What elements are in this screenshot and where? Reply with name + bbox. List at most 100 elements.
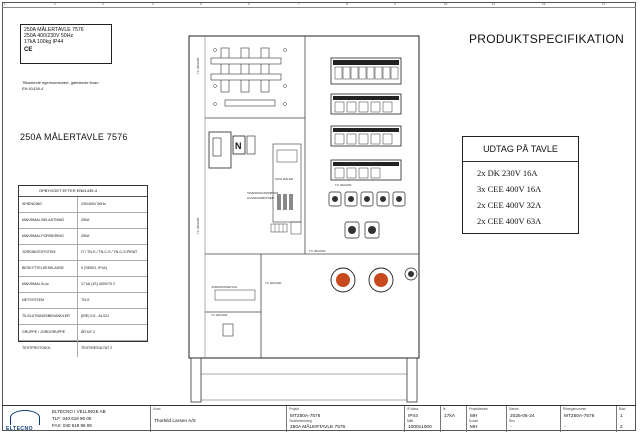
outlet-item: 2x DK 230V 16A (477, 168, 538, 178)
breaker-rail-3 (330, 125, 402, 147)
pg-value: MH (470, 414, 478, 419)
table-row: MAKSIMAL Ik,sc 17 kA (1S) 400V/70 2 (19, 277, 147, 293)
ruler-mark: 5 (200, 2, 202, 6)
cabinet-leg-left (190, 357, 202, 403)
breaker-rail-2 (330, 93, 402, 115)
outlets-box: UDTAG PÅ TAVLE 2x DK 230V 16A 3x CEE 400… (462, 136, 579, 234)
ruler-mark: 10 (444, 2, 448, 6)
breaker-rail-4 (330, 159, 402, 181)
outlets-heading: UDTAG PÅ TAVLE (483, 144, 558, 154)
ritn-cell: Ritningsnummer MT250A-7576 - (560, 406, 616, 432)
breaker-rail-1 (330, 57, 402, 85)
note-line-1: Tilbørende egensomsvært, gældende ifuav: (22, 80, 100, 85)
datum-label: Datum (509, 407, 519, 411)
matt-value: 1000x1000 (408, 425, 432, 430)
note-line-2: EN 61439-4 (22, 85, 44, 91)
spec-value: IT / TN-S / TN-C-S / TN-C-S-PIRAT (81, 250, 138, 254)
company-phone: TLF: 040 619 96 00 (52, 416, 92, 421)
rail-label: TC 300x600 (309, 249, 326, 253)
kund-label: Kund (153, 407, 161, 411)
company-cell: ELTECNO ELTECNO I VELLINGE AB TLF: 040 6… (2, 406, 150, 432)
table-row: TESTPROTOKOL TEST/RESULTAT 2 (19, 341, 147, 357)
ruler-mark: 12 (542, 2, 546, 6)
spec-label: TESTPROTOKOL (22, 346, 52, 350)
din-label: SPÆNDINGSPRØVER (247, 191, 279, 195)
spec-label: GRUPPE / JORDGRUPPE (22, 330, 66, 334)
ruler-mark: 9 (394, 2, 396, 6)
spec-value: 230/400V 50Hz (81, 202, 106, 206)
spec-value: 250A (81, 218, 90, 222)
datum-value: 2025-06-24 (510, 414, 535, 419)
projekt-value: MT250A-7576 (290, 414, 321, 419)
ruler-mark: 4 (152, 2, 154, 6)
drawing-frame (2, 2, 636, 431)
kund-value: Thorkild Larsen A/S (154, 419, 196, 424)
konst-value: MH (470, 425, 478, 430)
earth-terminal: JORDSKINNE/TAG (211, 285, 256, 337)
ruler-mark: 11 (492, 2, 496, 6)
info-line-voltage: 250A 400/230V 50Hz (24, 33, 74, 40)
terminal-block (270, 221, 302, 235)
main-title: 250A MÅLERTAVLE 7576 (20, 132, 128, 142)
bottom-label: JORDSKINNE/TAG (211, 285, 238, 289)
ruler-mark: 3 (102, 2, 104, 6)
meter-label: KWH MÅLER (275, 176, 294, 181)
ip-label: IP-klass (407, 407, 419, 411)
ritn-value: MT250A-7576 (564, 414, 595, 419)
ruler-mark: 6 (248, 2, 250, 6)
svg-text:N: N (235, 141, 242, 151)
table-row: MAKSIMAL FORSIKRING 250A (19, 229, 147, 245)
spec-label: JORDINGSSYSTEM (22, 250, 56, 254)
kwh-meter: KWH MÅLER (272, 143, 302, 223)
konst-label: Konstr. (469, 419, 479, 423)
ruler-mark: 1 (4, 2, 6, 6)
rail-label: TC 300x600 (211, 313, 228, 317)
ritn-label: Ritningsnummer (563, 407, 587, 411)
ruler-mark: 2 (54, 2, 56, 6)
logo-text: ELTECNO (6, 426, 34, 432)
main-switch: N SPÆNDINGSPRØVER HOVEDAFBRYDER (208, 131, 279, 200)
spec-value: 17 kA (1S) 400V/70 2 (81, 282, 116, 286)
company-fax: FAX: 040 619 96 09 (52, 423, 92, 428)
pg-label: Projektledare (469, 407, 488, 411)
ruler-mark: 8 (346, 2, 348, 6)
spec-label: BESKYTTELSESKLASSE (22, 266, 64, 270)
table-row: MAKSIMAL BELASTNING 250A (19, 213, 147, 229)
ce-mark-icon: CE (24, 46, 33, 53)
spec-label: MAKSIMAL BELASTNING (22, 218, 65, 222)
ip-value: IP44 (408, 414, 418, 419)
top-ruler: 1 2 3 4 5 6 7 8 9 10 11 12 13 (2, 2, 636, 8)
socket-row-16a (328, 191, 406, 207)
info-line-rating: 17kA 100kg IP44 (24, 39, 64, 46)
rail-label: TC 400x600 (335, 183, 352, 187)
ip-cell: IP-klass IP44 Mått 1000x1000 (404, 406, 440, 432)
spec-label: MAKSIMAL FORSIKRING (22, 234, 64, 238)
eltecno-logo-icon (10, 410, 40, 425)
outlet-item: 2x CEE 400V 63A (477, 216, 542, 226)
spec-label: MAKSIMAL Ik,sc (22, 282, 49, 286)
outlet-item: 3x CEE 400V 16A (477, 184, 542, 194)
datum-cell: Datum 2025-06-24 Rev. - (506, 406, 560, 432)
matt-label: Mått (407, 419, 414, 423)
table-row: SPÆNDING 230/400V 50Hz (19, 197, 147, 213)
tavla-value: 250A MÅLERTAVLE 7576 (290, 425, 346, 430)
din-label: HOVEDAFBRYDER (247, 196, 275, 200)
rail-label: TC 300x600 (196, 57, 200, 74)
spec-value: 250A (81, 234, 90, 238)
socket-row-32a (344, 221, 380, 239)
socket-row-63a (330, 267, 418, 293)
main-fuse-block (210, 47, 287, 107)
blad-label: Blad (619, 407, 626, 411)
cabinet-outline (188, 35, 420, 359)
standard-note: Tilbørende egensomsvært, gældende ifuav:… (22, 80, 122, 91)
tavla-label: Tavlebeteckning (289, 419, 312, 423)
ik-cell: Ik 17kA (440, 406, 466, 432)
spec-label: TILSLUTNINGSBEHANDLER (22, 314, 70, 318)
rail-label: TC 300x600 (265, 281, 282, 285)
spec-label: SPÆNDING (22, 202, 42, 206)
spec-value: TEST/RESULTAT 2 (81, 346, 113, 350)
company-name: ELTECNO I VELLINGE AB (52, 409, 106, 414)
